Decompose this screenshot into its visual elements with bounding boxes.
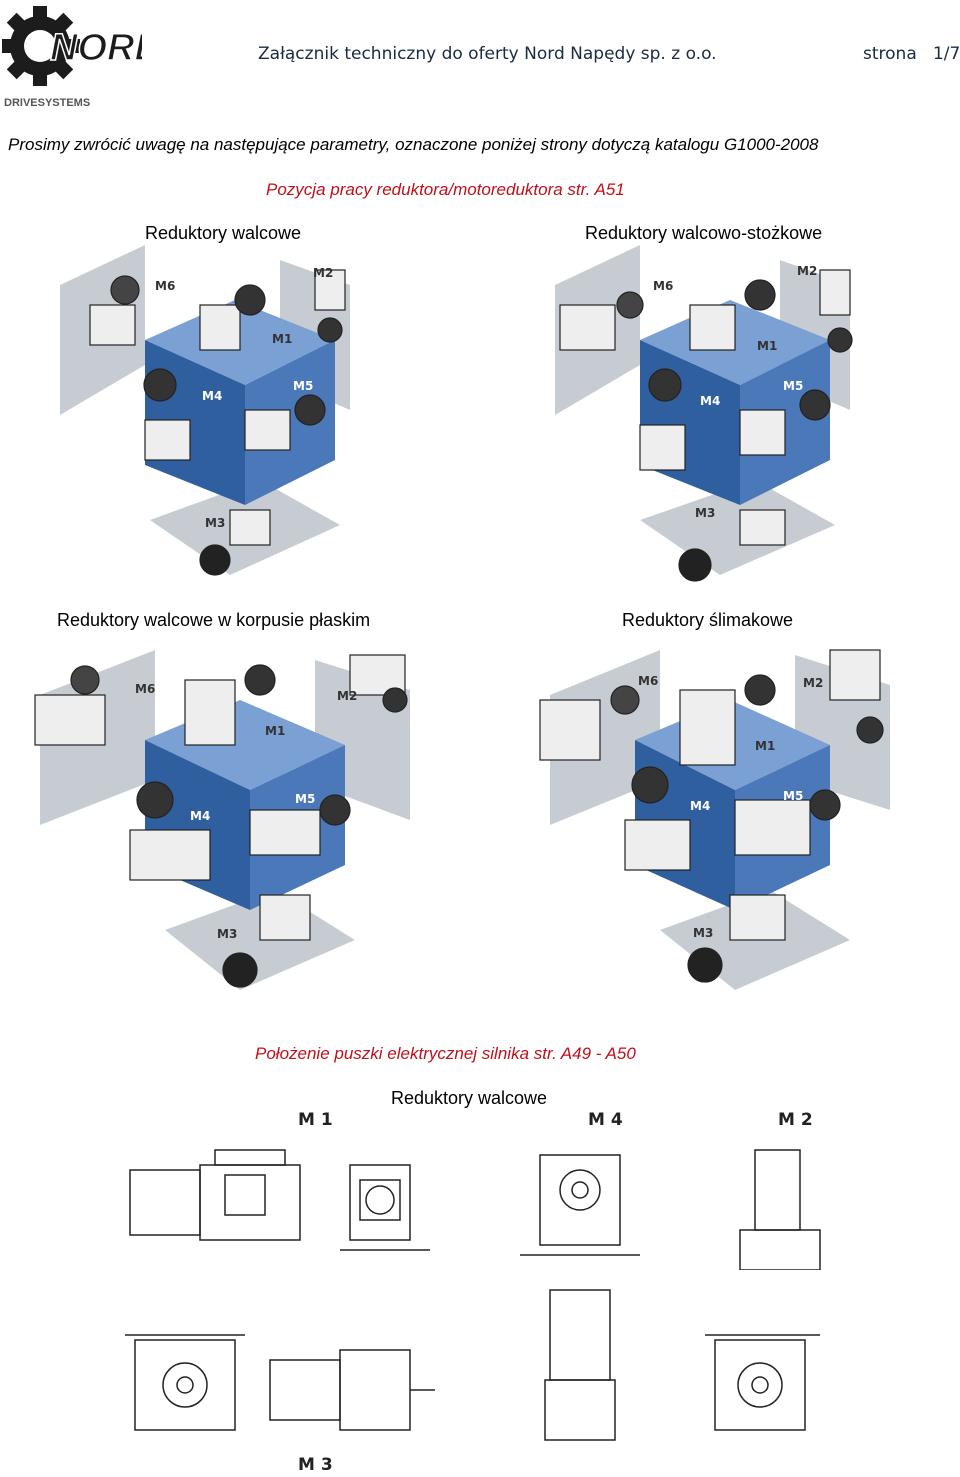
svg-text:M1: M1 [757, 339, 777, 353]
terminal-box-drawing-m3 [125, 1334, 435, 1431]
svg-text:M4: M4 [190, 809, 210, 823]
svg-text:M3: M3 [205, 516, 225, 530]
svg-text:M3: M3 [695, 506, 715, 520]
document-title: Załącznik techniczny do oferty Nord Napę… [258, 44, 717, 64]
panel-title-worm: Reduktory ślimakowe [622, 610, 794, 630]
section-title-terminal-box: Położenie puszki elektrycznej silnika st… [255, 1044, 636, 1063]
terminal-box-drawing-m5-m6 [544, 1289, 820, 1441]
svg-text:M1: M1 [272, 332, 292, 346]
svg-text:M2: M2 [803, 676, 823, 690]
svg-text:DRIVESYSTEMS: DRIVESYSTEMS [4, 97, 90, 109]
section-title-positions: Pozycja pracy reduktora/motoreduktora st… [266, 180, 625, 199]
svg-text:M6: M6 [135, 682, 155, 696]
svg-text:M2: M2 [797, 264, 817, 278]
drawing-label-m4: M 4 [588, 1110, 623, 1130]
svg-text:M2: M2 [337, 689, 357, 703]
panel-title-helical: Reduktory walcowe [145, 223, 302, 243]
svg-text:M1: M1 [265, 724, 285, 738]
intro-text: Prosimy zwrócić uwagę na następujące par… [8, 135, 819, 154]
svg-text:M5: M5 [293, 379, 313, 393]
svg-text:M4: M4 [202, 389, 222, 403]
mounting-positions-diagram-flat: M6 M2 M1 M4 M5 M3 [34, 650, 410, 990]
section-subtitle-helical: Reduktory walcowe [391, 1088, 548, 1108]
svg-text:M3: M3 [693, 926, 713, 940]
terminal-box-drawing-m4-m2 [520, 1149, 821, 1270]
panel-title-bevel: Reduktory walcowo-stożkowe [585, 223, 823, 243]
svg-text:M3: M3 [217, 927, 237, 941]
mounting-positions-diagram-worm: M6 M2 M1 M4 M5 M3 [539, 649, 890, 990]
page-number: strona 1/7 [863, 44, 960, 64]
svg-text:M5: M5 [295, 792, 315, 806]
drawing-label-m3: M 3 [298, 1455, 333, 1475]
drawing-label-m2: M 2 [778, 1110, 813, 1130]
drawing-label-m1: M 1 [298, 1110, 333, 1130]
panel-title-flat: Reduktory walcowe w korpusie płaskim [57, 610, 371, 630]
svg-text:M6: M6 [638, 674, 658, 688]
terminal-box-drawing-m1 [129, 1149, 430, 1251]
svg-text:M5: M5 [783, 789, 803, 803]
mounting-positions-diagram-bevel: M6 M2 M1 M4 M5 M3 [555, 245, 853, 582]
svg-text:M5: M5 [783, 379, 803, 393]
svg-text:M2: M2 [313, 266, 333, 280]
svg-text:M1: M1 [755, 739, 775, 753]
mounting-positions-diagram-helical: M6 M2 M1 M4 M5 M3 [60, 245, 350, 576]
svg-text:M4: M4 [690, 799, 710, 813]
svg-text:M6: M6 [653, 279, 673, 293]
svg-text:M4: M4 [700, 394, 720, 408]
svg-text:M6: M6 [155, 279, 175, 293]
